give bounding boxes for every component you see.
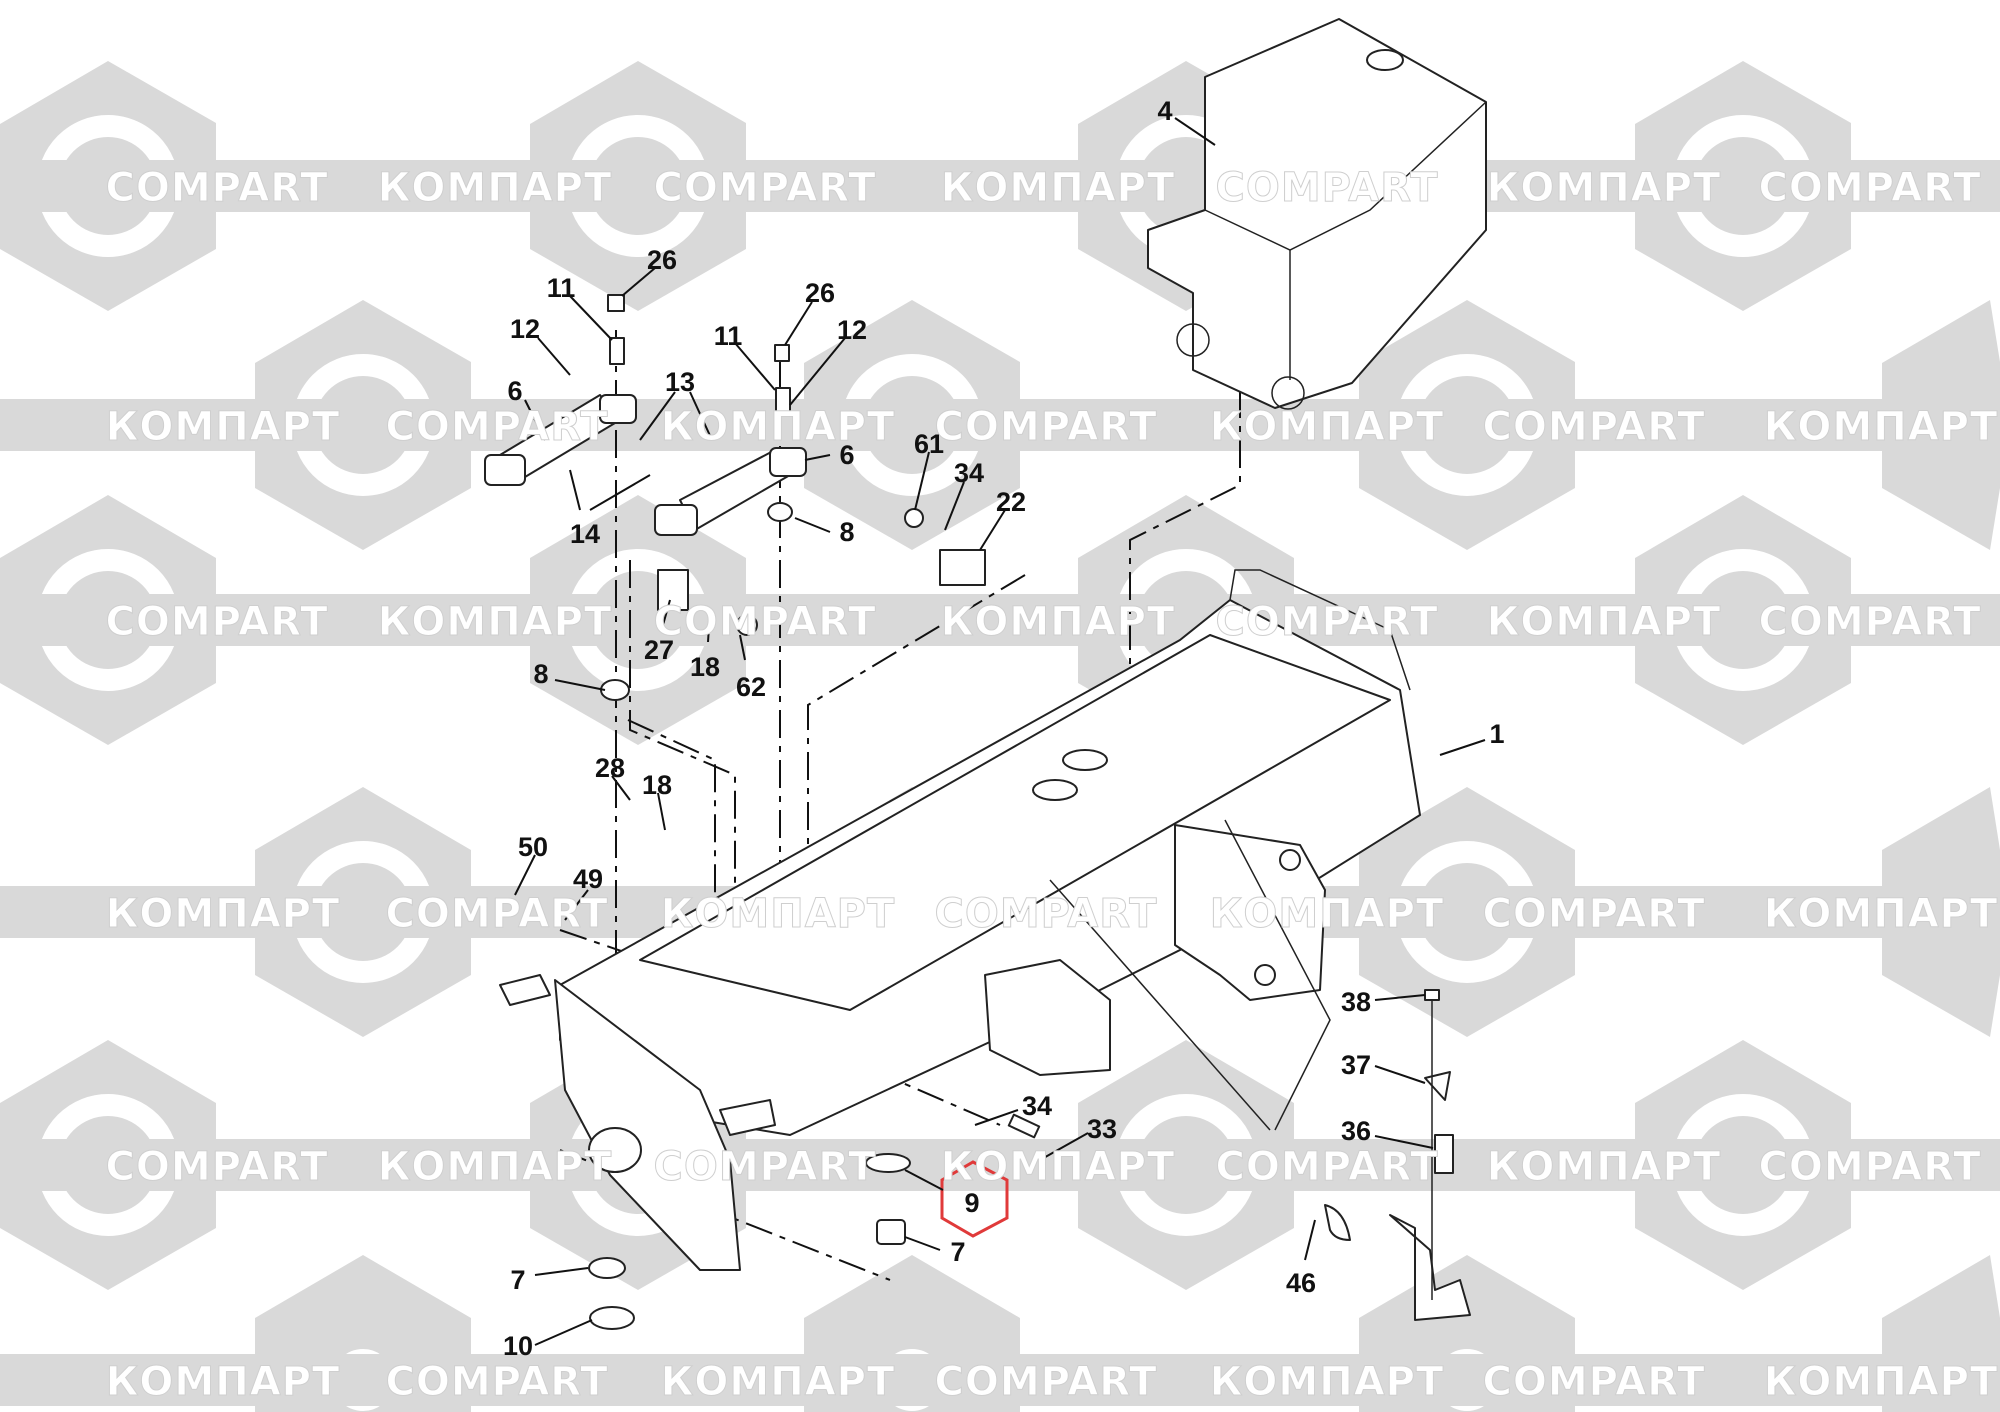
watermark-band (0, 1139, 2000, 1191)
watermark-text: COMPART (934, 1359, 1157, 1405)
watermark-text: КОМПАРТ (1764, 404, 1999, 450)
callouts: 26 11 12 6 13 26 11 12 6 14 8 61 34 22 4… (503, 96, 1505, 1361)
callout-6[interactable]: 6 (507, 376, 522, 406)
watermark-text: COMPART (653, 599, 876, 645)
callout-34[interactable]: 34 (954, 458, 984, 488)
watermark-text: КОМПАРТ (378, 599, 613, 645)
callout-34[interactable]: 34 (1022, 1091, 1052, 1121)
watermark-text: COMPART (1215, 599, 1438, 645)
callout-61[interactable]: 61 (914, 429, 944, 459)
watermark-band (0, 160, 2000, 212)
callout-13[interactable]: 13 (665, 367, 695, 397)
watermark-text: КОМПАРТ (941, 599, 1176, 645)
watermark-text: КОМПАРТ (1210, 404, 1445, 450)
watermark-text: COMPART (1482, 404, 1705, 450)
watermark-text: КОМПАРТ (1210, 1359, 1445, 1405)
highlight-hexagon (940, 1160, 1009, 1238)
watermark-text: КОМПАРТ (378, 165, 613, 211)
watermark-words: COMPART КОМПАРТ COMPART КОМПАРТ COMPART КОМПА… (105, 165, 1999, 1406)
watermark-text: COMPART (385, 891, 608, 937)
watermark-text: КОМПАРТ (106, 1359, 341, 1405)
watermark-text: COMPART (934, 891, 1157, 937)
callout-18[interactable]: 18 (642, 770, 672, 800)
callout-7[interactable]: 7 (950, 1237, 965, 1267)
callout-9[interactable]: 9 (964, 1188, 979, 1218)
callout-49[interactable]: 49 (573, 864, 603, 894)
tank-part-4 (1147, 18, 1487, 410)
cylinder-part-6-left (484, 394, 637, 486)
watermark-text: КОМПАРТ (941, 1144, 1176, 1190)
callout-36[interactable]: 36 (1341, 1116, 1371, 1146)
watermark-band (0, 594, 2000, 646)
callout-12[interactable]: 12 (510, 314, 540, 344)
watermark-text: КОМПАРТ (661, 1359, 896, 1405)
callout-14[interactable]: 14 (570, 519, 600, 549)
watermark-text: COMPART (105, 599, 328, 645)
callout-4[interactable]: 4 (1157, 96, 1172, 126)
frame-part-1 (499, 569, 1421, 1271)
callout-27[interactable]: 27 (644, 635, 674, 665)
watermark-text: КОМПАРТ (661, 891, 896, 937)
callout-26[interactable]: 26 (805, 278, 835, 308)
watermark-text: COMPART (105, 1144, 328, 1190)
watermark-band (0, 1354, 2000, 1406)
callout-50[interactable]: 50 (518, 832, 548, 862)
callout-11[interactable]: 11 (547, 273, 576, 303)
watermark-text: COMPART (1215, 165, 1438, 211)
watermark-text: COMPART (1215, 1144, 1438, 1190)
watermark-text: КОМПАРТ (1764, 891, 1999, 937)
watermark-band (0, 399, 2000, 451)
callout-28[interactable]: 28 (595, 753, 625, 783)
watermark-text: КОМПАРТ (941, 165, 1176, 211)
callout-12[interactable]: 12 (837, 315, 867, 345)
watermark-text: КОМПАРТ (106, 404, 341, 450)
watermark-text: КОМПАРТ (378, 1144, 613, 1190)
watermark-text: КОМПАРТ (1487, 165, 1722, 211)
small-parts (588, 294, 1471, 1330)
callout-10[interactable]: 10 (503, 1331, 533, 1361)
watermark-text: COMPART (1758, 1144, 1981, 1190)
watermark-text: COMPART (653, 165, 876, 211)
watermark-text: COMPART (934, 404, 1157, 450)
watermark-text: КОМПАРТ (661, 404, 896, 450)
callout-18[interactable]: 18 (690, 652, 720, 682)
watermark-text: COMPART (1758, 165, 1981, 211)
watermark-text: COMPART (1482, 891, 1705, 937)
callout-62[interactable]: 62 (736, 672, 766, 702)
watermark-text: КОМПАРТ (106, 891, 341, 937)
watermark-text: COMPART (1482, 1359, 1705, 1405)
callout-11[interactable]: 11 (714, 321, 743, 351)
callout-7[interactable]: 7 (510, 1265, 525, 1295)
watermark-text: КОМПАРТ (1487, 599, 1722, 645)
watermark-text: КОМПАРТ (1764, 1359, 1999, 1405)
watermark-text: COMPART (105, 165, 328, 211)
callout-1[interactable]: 1 (1489, 719, 1504, 749)
watermark-layer (0, 61, 2000, 1412)
watermark-text: КОМПАРТ (1210, 891, 1445, 937)
callout-38[interactable]: 38 (1341, 987, 1371, 1017)
cylinder-part-6-right (654, 447, 807, 536)
watermark-text: COMPART (385, 1359, 608, 1405)
callout-37[interactable]: 37 (1341, 1050, 1371, 1080)
watermark-text: COMPART (385, 404, 608, 450)
watermark-text: COMPART (1758, 599, 1981, 645)
callout-22[interactable]: 22 (996, 487, 1026, 517)
leader-lines (514, 117, 1486, 1346)
callout-8[interactable]: 8 (533, 659, 548, 689)
callout-46[interactable]: 46 (1286, 1268, 1316, 1298)
watermark-text: COMPART (653, 1144, 876, 1190)
watermark-text: КОМПАРТ (1487, 1144, 1722, 1190)
callout-8[interactable]: 8 (839, 517, 854, 547)
callout-33[interactable]: 33 (1087, 1114, 1117, 1144)
callout-6[interactable]: 6 (839, 440, 854, 470)
callout-26[interactable]: 26 (647, 245, 677, 275)
